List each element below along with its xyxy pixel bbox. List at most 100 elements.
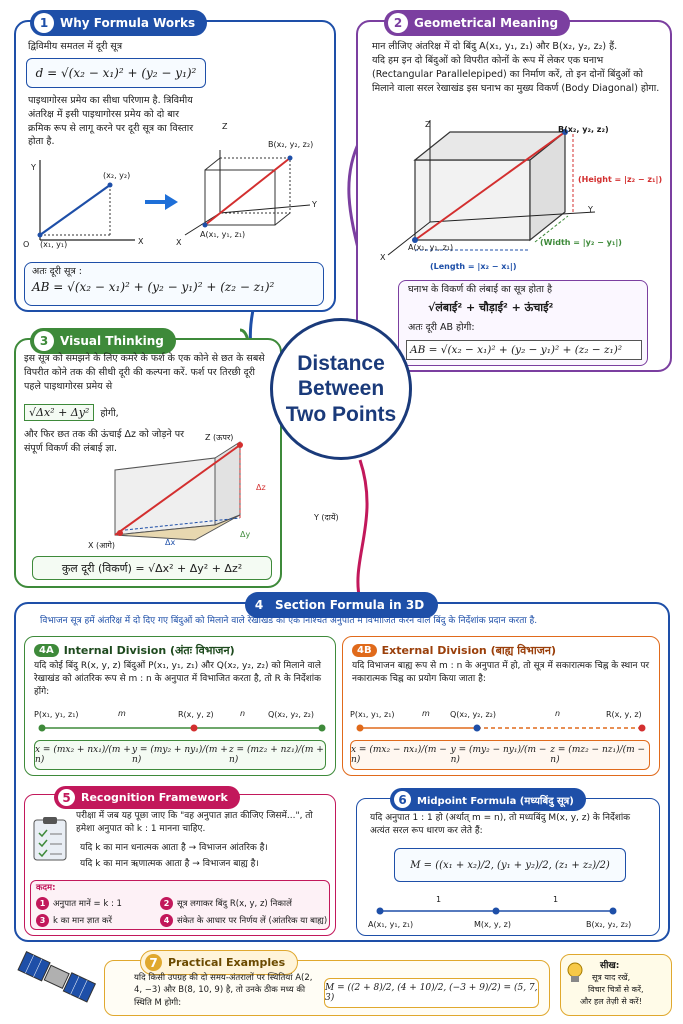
s1-result-box [24,262,324,306]
center-title: Distance Between Two Points [270,318,412,460]
s4a-header: 4A Internal Division (अंतः विभाजन) [30,640,245,661]
satellite-icon [17,951,97,1003]
tip-title: सीख: [600,961,620,971]
s7-text: यदि किसी उपग्रह की दो समय-अंतरालों पर स्… [134,973,313,1008]
s4a-q: Q(x₂, y₂, z₂) [268,710,314,719]
section-5-header: 5 Recognition Framework [54,786,240,809]
s4a-fz: z = (mz₂ + nz₁)/(m + n) [228,745,324,765]
s2-length-label: (Length = |x₂ − x₁|) [430,262,517,271]
s5-step-3-text: k का मान ज्ञात करें [53,916,112,926]
s3-dz-label: Δz [256,483,266,492]
section-4-number: 4 [254,598,264,612]
section-6-number: 6 [394,791,411,808]
s4b-fx: x = (mx₂ − nx₁)/(m − n) [351,745,447,765]
s5-bullets: यदि k का मान धनात्मक आता है → विभाजन आंत… [80,840,268,872]
section-1-title: Why Formula Works [60,16,196,30]
s2-b-label: B(x₂, y₂, z₂) [558,125,609,134]
s5-steps-box [30,880,330,930]
s4b-fz: z = (mz₂ − nz₁)/(m − n) [550,745,646,765]
s3-dy-label: Δy [240,530,251,539]
s5-intro: परीक्षा में जब यह पूछा जाए कि "वह अनुपात… [76,811,313,835]
s6-b: B(x₂, y₂, z₂) [586,920,632,929]
section-6-header: 6 Midpoint Formula (मध्यबिंदु सूत्र) [390,788,586,811]
clipboard-icon [33,817,67,861]
tip-line-1: सूत्र याद रखें, [592,973,631,982]
section-2-title: Geometrical Meaning [414,16,559,30]
section-7-number: 7 [145,954,162,971]
s5-step-1-text: अनुपात मानें = k : 1 [53,899,122,909]
s2-z-label: Z [425,120,431,129]
s4b-fy: y = (my₂ − ny₁)/(m − n) [450,745,547,765]
lightbulb-icon [567,962,583,982]
s4b-q: Q(x₂, y₂, z₂) [450,710,496,719]
s1-paragraph: पाइथागोरस प्रमेय का सीधा परिणाम है. त्रि… [28,95,194,148]
s1-y-label: Y [31,163,36,172]
s3-f1-expr: √Δx² + Δy² [24,404,95,421]
s4b-tag: 4B [352,644,377,657]
section-4-title: Section Formula in 3D [275,598,425,612]
s5-bullet-2: यदि k का मान ऋणात्मक आता है → विभाजन बाह… [80,859,259,870]
section-3-header: 3 Visual Thinking [30,328,176,354]
s3-para2: और फिर छत तक की ऊंचाई Δz को जोड़ने पर सं… [24,429,184,454]
s3-dx-label: Δx [165,538,176,547]
s4b-line [356,724,646,732]
section-6-title: Midpoint Formula (मध्यबिंदु सूत्र) [417,795,574,807]
s6-m: M(x, y, z) [474,920,511,929]
s4a-fy: y = (my₂ + ny₁)/(m + n) [131,745,228,765]
tip-line-2: विचार चित्रों से करें, [588,985,644,994]
s2-para2: यदि हम इन दो बिंदुओं को विपरीत कोनों के … [372,55,660,94]
section-2-number: 2 [388,13,408,33]
s1-z3-label: Z [222,122,228,131]
section-4-header: 4 Section Formula in 3D [245,592,439,618]
s3-x-label: X (आगे) [88,541,115,550]
section-3-title: Visual Thinking [60,334,164,348]
s1-x3-label: X [176,238,182,247]
s4a-text: यदि कोई बिंदु R(x, y, z) बिंदुओं P(x₁, y… [34,661,322,698]
s4a-formulas: x = (mx₂ + nx₁)/(m + n) y = (my₂ + ny₁)/… [34,740,326,770]
s2-a-label: A(x₁, y₁, z₁) [408,243,454,252]
s5-step-4-text: संकेत के आधार पर निर्णय लें (आंतरिक या ब… [177,916,328,926]
s4a-m: m [118,709,126,718]
s2-para1: मान लीजिए अंतरिक्ष में दो बिंदु A(x₁, y₁… [372,41,618,52]
section-5-number: 5 [58,789,75,806]
s6-formula: M = ((x₁ + x₂)/2, (y₁ + y₂)/2, (z₁ + z₂)… [394,848,626,882]
center-line-1: Distance [297,352,385,376]
s1-p1-label: (x₁, y₁) [40,240,68,249]
s2-box-line3: अतः दूरी AB होगी: [408,322,475,333]
s1-formula-2d: d = √(x₂ − x₁)² + (y₂ − y₁)² [26,58,206,88]
s1-a3-label: A(x₁, y₁, z₁) [200,230,246,239]
s4b-title: External Division (बाह्य विभाजन) [381,644,557,657]
s4a-r: R(x, y, z) [178,710,214,719]
section-1-header: 1 Why Formula Works [30,10,208,36]
s5-step-3-num: 3 [36,914,49,927]
s3-formula1: √Δx² + Δy² होगी, [24,404,119,421]
s1-result-label: अतः दूरी सूत्र : [32,266,82,277]
s1-x-label: X [138,237,144,246]
s4b-n: n [555,709,561,718]
s4b-formulas: x = (mx₂ − nx₁)/(m − n) y = (my₂ − ny₁)/… [350,740,650,770]
s3-f1-suffix: होगी, [100,408,119,419]
s4a-n: n [240,709,246,718]
s4a-title: Internal Division (अंतः विभाजन) [63,644,235,657]
s3-y-label: Y (दायें) [314,513,339,522]
s4b-p: P(x₁, y₁, z₁) [350,710,395,719]
s3-room-diagram [114,441,243,541]
s1-p2-label: (x₂, y₂) [103,171,131,180]
section-3-number: 3 [34,331,54,351]
s6-a: A(x₁, y₁, z₁) [368,920,414,929]
s5-step-1-num: 1 [36,897,49,910]
s6-one-right: 1 [553,895,559,904]
s2-box-line4: AB = √(x₂ − x₁)² + (y₂ − y₁)² + (z₂ − z₁… [406,340,642,360]
s3-para1: इस सूत्र को समझने के लिए कमरे के फर्श के… [24,353,265,392]
s5-step-2-text: सूत्र लगाकर बिंदु R(x, y, z) निकालें [177,899,292,909]
section-2-header: 2 Geometrical Meaning [384,10,571,36]
section-5-title: Recognition Framework [81,791,228,804]
s5-step-3: 3 k का मान ज्ञात करें [36,914,112,927]
s4-intro: विभाजन सूत्र हमें अंतरिक्ष में दो दिए गए… [40,616,538,626]
s1-intro: द्विविमीय समतल में दूरी सूत्र [28,41,123,52]
s2-box-line1: घनाभ के विकर्ण की लंबाई का सूत्र होता है [408,284,552,295]
s2-x-label: X [380,253,386,262]
s2-box-diagram [387,120,596,256]
